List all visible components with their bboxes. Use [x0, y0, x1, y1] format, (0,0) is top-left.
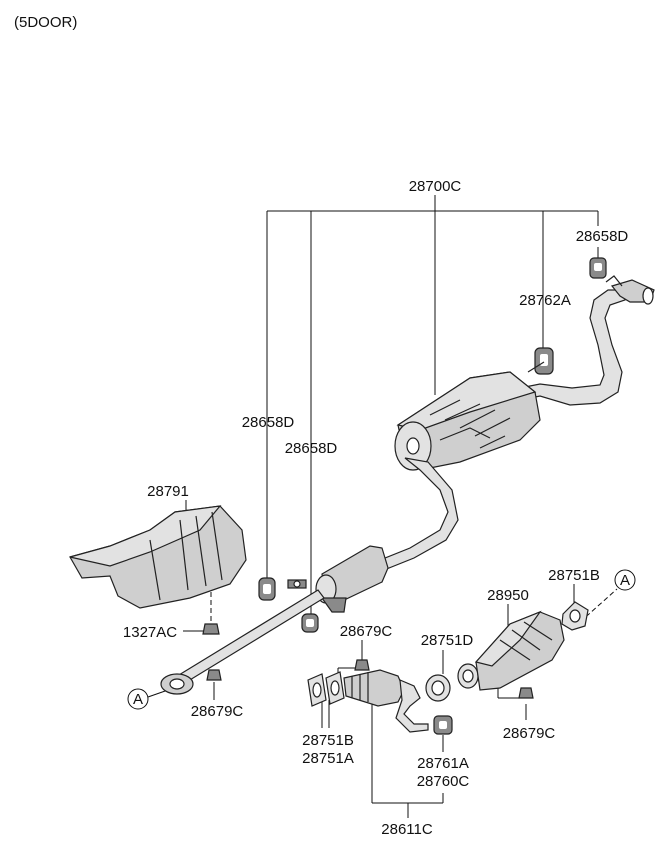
label-28679c-mid: 28679C	[340, 623, 393, 640]
label-28751a: 28751A	[302, 750, 354, 767]
heat-protector	[69, 505, 247, 609]
page-title: (5DOOR)	[14, 14, 77, 31]
label-28658d-rear: 28658D	[576, 228, 629, 245]
reference-a-left: A	[127, 688, 149, 710]
label-28950: 28950	[487, 587, 529, 604]
label-28760c: 28760C	[417, 773, 470, 790]
svg-text:A: A	[133, 691, 143, 708]
front-pipe-section	[160, 589, 325, 695]
label-28658d-front-1: 28658D	[242, 414, 295, 431]
center-pipe	[379, 457, 459, 571]
label-1327ac: 1327AC	[123, 624, 177, 641]
gasket-mid	[425, 674, 451, 702]
rubber-hanger-mid	[527, 347, 554, 375]
label-28679c-converter: 28679C	[503, 725, 556, 742]
rubber-hanger-761a	[433, 715, 453, 735]
label-28611c: 28611C	[381, 821, 433, 838]
label-28791: 28791	[147, 483, 189, 500]
rubber-hanger-front-1	[258, 577, 276, 601]
svg-text:A: A	[620, 572, 630, 589]
part-labels: 28700C 28658D 28762A 28658D 28658D 28791…	[123, 178, 629, 838]
nut-mid	[354, 659, 370, 671]
main-muffler	[394, 371, 541, 471]
label-28700c: 28700C	[409, 178, 462, 195]
label-28751b-right: 28751B	[548, 567, 600, 584]
catalytic-converter	[457, 610, 565, 691]
nut-converter	[518, 687, 534, 699]
rear-pipe	[519, 275, 655, 406]
gasket-right	[561, 601, 589, 631]
label-28658d-front-2: 28658D	[285, 440, 338, 457]
rubber-hanger-rear	[589, 257, 607, 279]
label-28762a: 28762A	[519, 292, 571, 309]
rubber-hanger-front-2	[301, 613, 319, 633]
label-28679c-front: 28679C	[191, 703, 244, 720]
nut-front	[206, 669, 222, 681]
label-28751d: 28751D	[421, 632, 474, 649]
label-28761a: 28761A	[417, 755, 469, 772]
reference-a-right: A	[614, 569, 636, 591]
gasket-cat-left	[307, 671, 345, 707]
protector-bolt	[202, 623, 220, 635]
front-pipe-catalyst	[343, 669, 429, 733]
center-resonator	[287, 545, 389, 613]
label-28751b-left: 28751B	[302, 732, 354, 749]
